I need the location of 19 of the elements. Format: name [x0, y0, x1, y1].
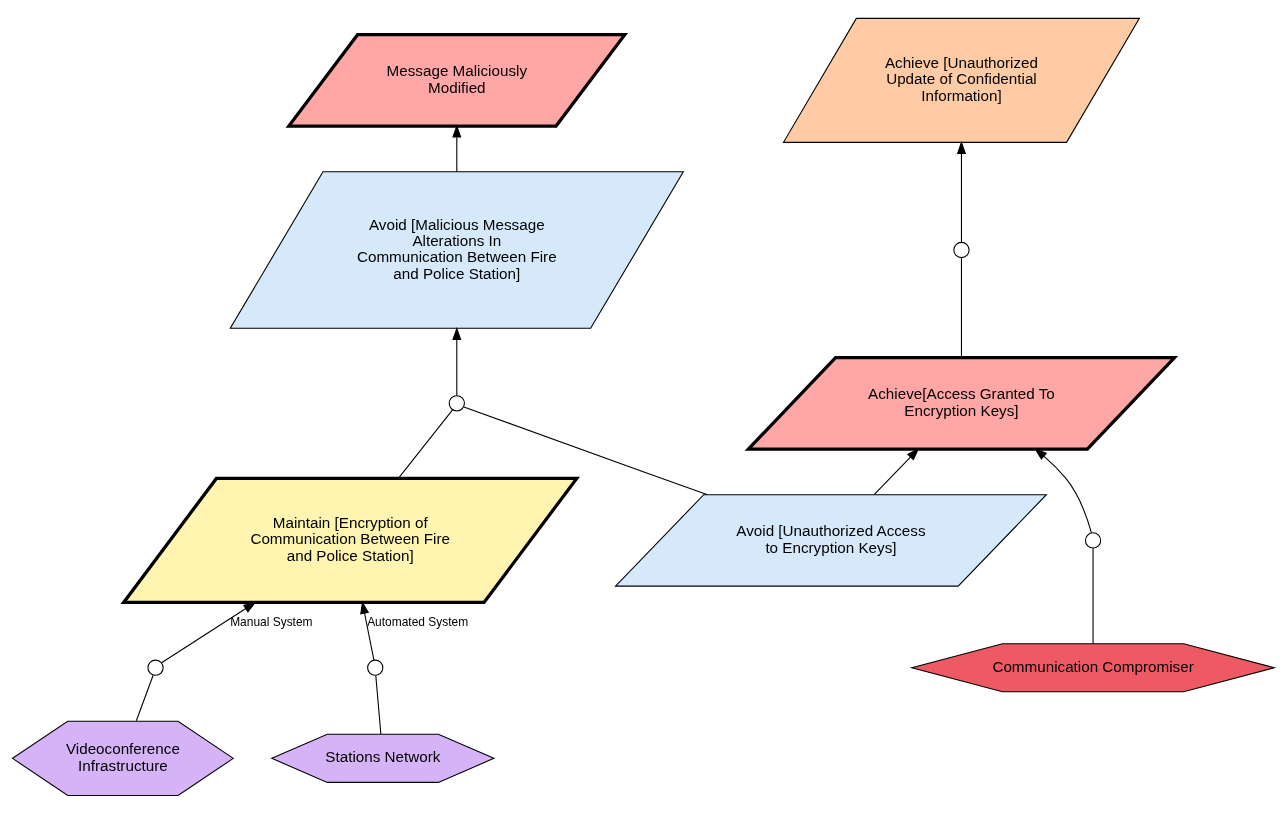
- node-circle: [448, 395, 465, 412]
- node-circle: [953, 241, 970, 259]
- connector: [1092, 547, 1094, 645]
- node-circle: [147, 659, 164, 676]
- connector: [397, 409, 454, 479]
- connector: [463, 406, 708, 496]
- edge-label: Automated System: [367, 615, 469, 630]
- arrow: [161, 601, 257, 664]
- edge-label: Manual System: [230, 615, 313, 630]
- arrow: [873, 448, 920, 495]
- connector: [135, 674, 154, 722]
- connector: [375, 675, 382, 735]
- node-circle: [367, 659, 384, 676]
- connector: [960, 257, 962, 358]
- arrow: [1034, 448, 1092, 534]
- node-circle: [1084, 532, 1102, 549]
- arrow: [956, 140, 967, 243]
- arrow: [452, 327, 462, 396]
- arrow: [452, 124, 462, 173]
